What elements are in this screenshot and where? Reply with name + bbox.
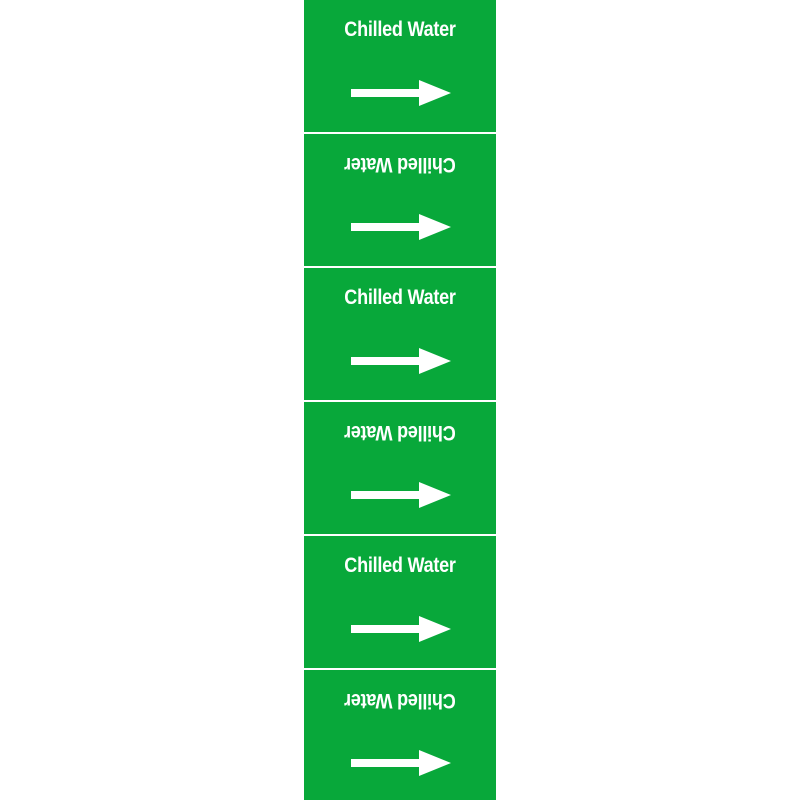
pipe-marker-label: Chilled Water (304, 670, 496, 800)
right-arrow-icon (351, 348, 451, 374)
label-text: Chilled Water (344, 18, 456, 41)
label-text: Chilled Water (344, 554, 456, 577)
pipe-marker-label: Chilled Water (304, 134, 496, 266)
right-arrow-icon (351, 616, 451, 642)
pipe-marker-strip: Chilled Water Chilled Water Chilled Wate… (304, 0, 496, 800)
right-arrow-icon (351, 80, 451, 106)
label-text: Chilled Water (344, 286, 456, 309)
right-arrow-icon (351, 214, 451, 240)
pipe-marker-label: Chilled Water (304, 268, 496, 400)
right-arrow-icon (351, 482, 451, 508)
label-text: Chilled Water (344, 689, 456, 712)
pipe-marker-label: Chilled Water (304, 0, 496, 132)
pipe-marker-label: Chilled Water (304, 536, 496, 668)
label-text: Chilled Water (344, 153, 456, 176)
label-text: Chilled Water (344, 421, 456, 444)
pipe-marker-label: Chilled Water (304, 402, 496, 534)
right-arrow-icon (351, 750, 451, 776)
